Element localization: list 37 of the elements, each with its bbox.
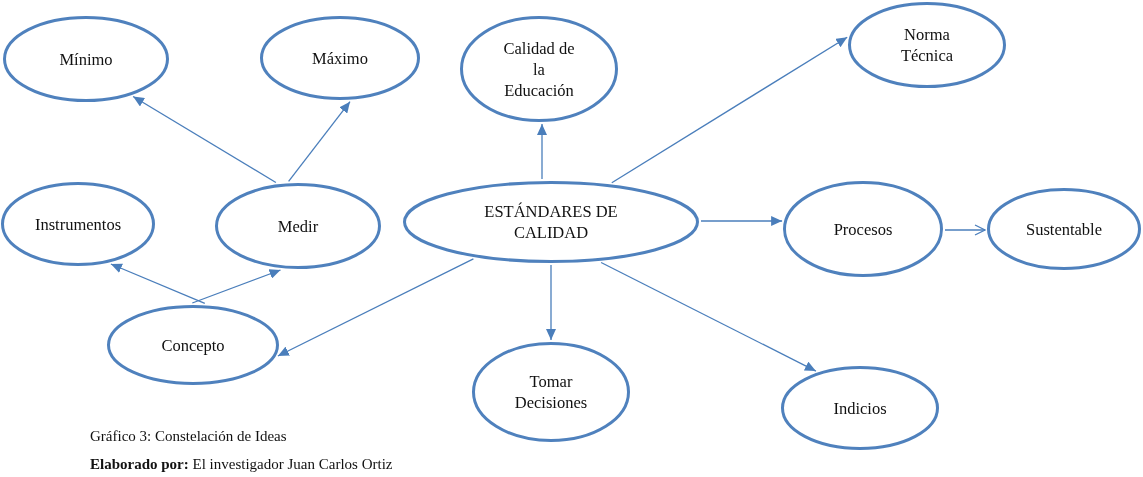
node-label: Instrumentos — [34, 213, 122, 235]
node-label: Indicios — [833, 397, 887, 419]
node-label: Procesos — [833, 218, 893, 240]
arrow — [700, 216, 783, 226]
arrow — [611, 36, 848, 184]
node-label: Norma Técnica — [899, 24, 955, 66]
node-label: Medir — [277, 215, 319, 237]
arrow — [537, 123, 547, 180]
arrow — [191, 269, 282, 304]
node-label: Mínimo — [59, 48, 113, 70]
arrow — [132, 95, 277, 184]
ellipse-node — [460, 16, 618, 122]
ellipse-node — [260, 16, 420, 100]
arrow — [600, 261, 817, 372]
ellipse-node — [783, 181, 943, 277]
arrow — [944, 224, 986, 236]
node-label: Calidad de la Educación — [502, 37, 576, 101]
arrow — [546, 264, 556, 341]
node-label: Concepto — [161, 334, 225, 356]
ellipse-node — [781, 366, 939, 450]
ellipse-node — [3, 16, 169, 102]
node-label: Tomar Decisiones — [513, 371, 589, 413]
figure-caption: Gráfico 3: Constelación de Ideas — [90, 427, 287, 445]
ellipse-node — [107, 305, 279, 385]
ellipse-node — [848, 2, 1006, 88]
arrow — [110, 263, 206, 305]
ellipse-node — [1, 182, 155, 266]
node-label: Máximo — [312, 47, 368, 69]
credit-line: Elaborado por: El investigador Juan Carlos Ortiz — [90, 455, 393, 473]
node-label: Sustentable — [1025, 218, 1103, 240]
ellipse-node — [472, 342, 630, 442]
ellipse-node — [987, 188, 1141, 270]
arrow — [277, 258, 475, 357]
node-label: ESTÁNDARES DE CALIDAD — [483, 201, 619, 243]
arrow — [287, 101, 351, 182]
ellipse-node — [215, 183, 381, 269]
ellipse-node — [403, 181, 699, 263]
